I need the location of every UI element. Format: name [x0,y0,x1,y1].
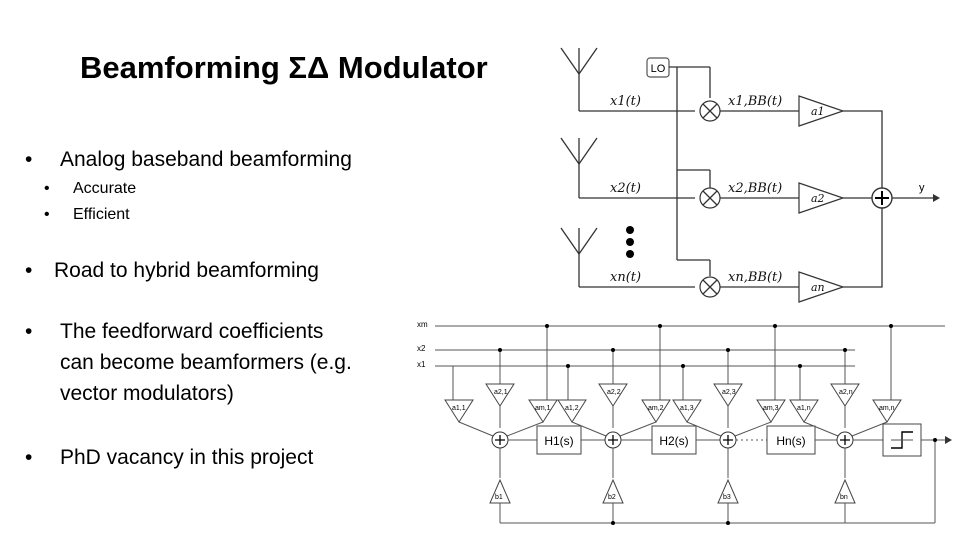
gain-amplifier [798,95,845,127]
modulator-diagram: xm x2 x1 a1,1 a2,1 am,1 H1(s) b1 a1,2 a2 [417,320,952,525]
input-label: xn(t) [610,270,641,285]
baseband-label: xn,BB(t) [728,270,782,285]
feedback-label: b2 [608,494,616,501]
bus-label: x2 [417,344,426,353]
filter-block [651,425,697,455]
coefficient-label: am,n [879,405,895,412]
coefficient-amplifier [789,399,819,423]
lo-label: LO [651,63,666,75]
coefficient-amplifier [598,383,628,407]
mixer-icon [699,100,721,122]
bullet-text: The feedforward coefficients [60,320,324,343]
coefficient-label: a1,1 [452,405,466,412]
gain-label: a2 [811,192,825,205]
summer-icon [871,187,893,209]
coefficient-label: a2,n [839,389,853,396]
stage-n: a1,n a2,n am,n bn [789,326,902,523]
coefficient-amplifier [713,383,743,407]
bullet-item: • Road to hybrid beamforming [25,259,319,283]
coefficient-label: am,2 [648,405,664,412]
input-label: x1(t) [610,94,641,109]
bullet-item: • PhD vacancy in this project [25,446,313,470]
coefficient-label: a1,n [797,405,811,412]
coefficient-label: a2,3 [722,389,736,396]
bullet-dot: • [44,180,50,197]
bullet-list: • Analog baseband beamforming • Accurate… [0,0,420,540]
filter-label: H2(s) [659,434,688,448]
baseband-label: x2,BB(t) [728,181,782,196]
summer-icon [604,431,622,449]
bullet-dot: • [25,148,33,171]
coefficient-label: am,3 [763,405,779,412]
mixer-icon [699,276,721,298]
filter-label: Hn(s) [776,434,805,448]
coefficient-amplifier [641,399,671,423]
coefficient-amplifier [872,399,902,423]
gain-label: an [811,281,825,294]
stage-2: a1,2 a2,2 am,2 H2(s) b2 [557,326,697,523]
filter-label: H1(s) [544,434,573,448]
bullet-text: PhD vacancy in this project [60,446,314,469]
antenna-icon [560,137,598,198]
coefficient-label: a2,1 [494,389,508,396]
bus-label: x1 [417,360,426,369]
stage-3: a1,3 a2,3 am,3 Hn(s) b3 [672,326,816,523]
output-label: y [919,182,925,194]
coefficient-label: a1,2 [565,405,579,412]
coefficient-label: a1,3 [680,405,694,412]
bullet-text: Road to hybrid beamforming [54,259,319,282]
input-label: x2(t) [610,181,641,196]
bullet-text-cont: can become beamformers (e.g. [60,351,352,374]
bullet-text: Efficient [73,206,130,223]
summer-icon [719,431,737,449]
junction-dots [498,324,937,525]
sub-bullet-item: • Efficient [44,206,130,224]
gain-label: a1 [811,105,825,118]
bullet-dot: • [25,320,33,343]
bullet-item: • Analog baseband beamforming [25,148,352,172]
coefficient-amplifier [672,399,702,423]
feedback-label: b3 [723,494,731,501]
coefficient-label: am,1 [535,405,551,412]
bullet-dot: • [44,206,50,223]
mixer-icon [699,187,721,209]
gain-amplifier [798,182,845,214]
beamformer-diagram: LO y x1(t) x2(t) xn(t) x1,BB(t) x2,BB(t)… [560,47,940,303]
gain-amplifier [798,271,845,303]
coefficient-amplifier [756,399,786,423]
summer-icon [836,431,854,449]
quantizer-block [882,423,922,457]
bullet-item: • The feedforward coefficients can becom… [25,320,352,405]
stage-1: a1,1 a2,1 am,1 H1(s) b1 [444,326,582,523]
ellipsis-dots [626,226,634,258]
coefficient-amplifier [528,399,558,423]
antenna-icon [560,47,598,111]
bullet-text-cont: vector modulators) [60,382,234,405]
filter-block [536,425,582,455]
coefficient-amplifier [830,383,860,407]
filter-block [766,425,816,455]
coefficient-amplifier [485,383,515,407]
coefficient-amplifier [444,399,474,423]
bullet-dot: • [25,259,33,282]
sub-bullet-item: • Accurate [44,180,136,198]
bullet-dot: • [25,446,33,469]
coefficient-amplifier [557,399,587,423]
coefficient-label: a2,2 [607,389,621,396]
baseband-label: x1,BB(t) [728,94,782,109]
feedback-label: bn [840,494,848,501]
slide-title: Beamforming ΣΔ Modulator [80,50,488,85]
feedback-label: b1 [495,494,503,501]
bullet-text: Accurate [73,180,137,197]
antenna-icon [560,227,598,287]
bus-label: xm [417,320,428,329]
bullet-text: Analog baseband beamforming [60,148,352,171]
summer-icon [491,431,509,449]
